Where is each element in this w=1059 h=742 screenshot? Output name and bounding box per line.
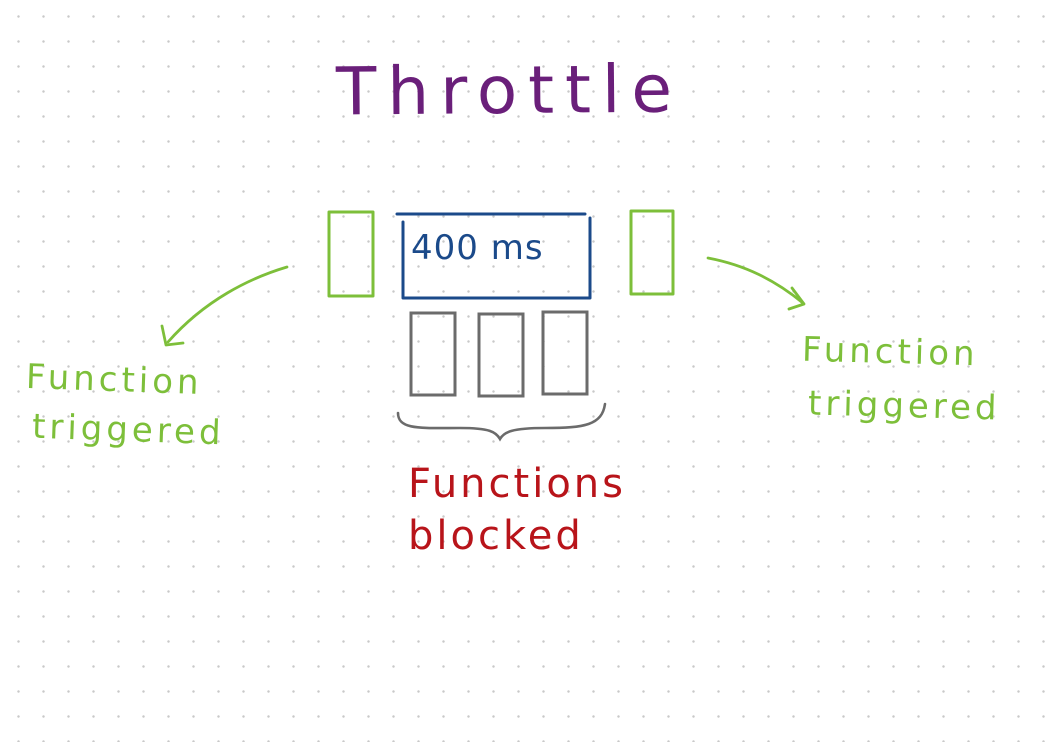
blocked-call-box bbox=[409, 311, 457, 397]
blocked-brace bbox=[396, 402, 607, 442]
blocked-call-box bbox=[541, 310, 589, 396]
right-triggered-label: triggered bbox=[807, 383, 1002, 429]
diagram-title: Throttle bbox=[335, 50, 684, 131]
left-arrow-head bbox=[160, 324, 185, 347]
blocked-label: Functions bbox=[408, 461, 626, 507]
right-arrow-head bbox=[787, 286, 806, 311]
left-triggered-call-box bbox=[327, 210, 375, 298]
timer-label: 400 ms bbox=[411, 228, 544, 268]
left-arrow bbox=[166, 265, 289, 344]
left-triggered-label: triggered bbox=[31, 406, 226, 454]
right-triggered-call-box bbox=[629, 209, 675, 296]
blocked-label: blocked bbox=[408, 513, 584, 559]
left-triggered-label: Function bbox=[25, 356, 204, 404]
right-arrow bbox=[706, 256, 805, 305]
timer-window-box bbox=[395, 212, 592, 300]
blocked-call-box bbox=[477, 312, 525, 398]
right-triggered-label: Function bbox=[801, 329, 980, 375]
